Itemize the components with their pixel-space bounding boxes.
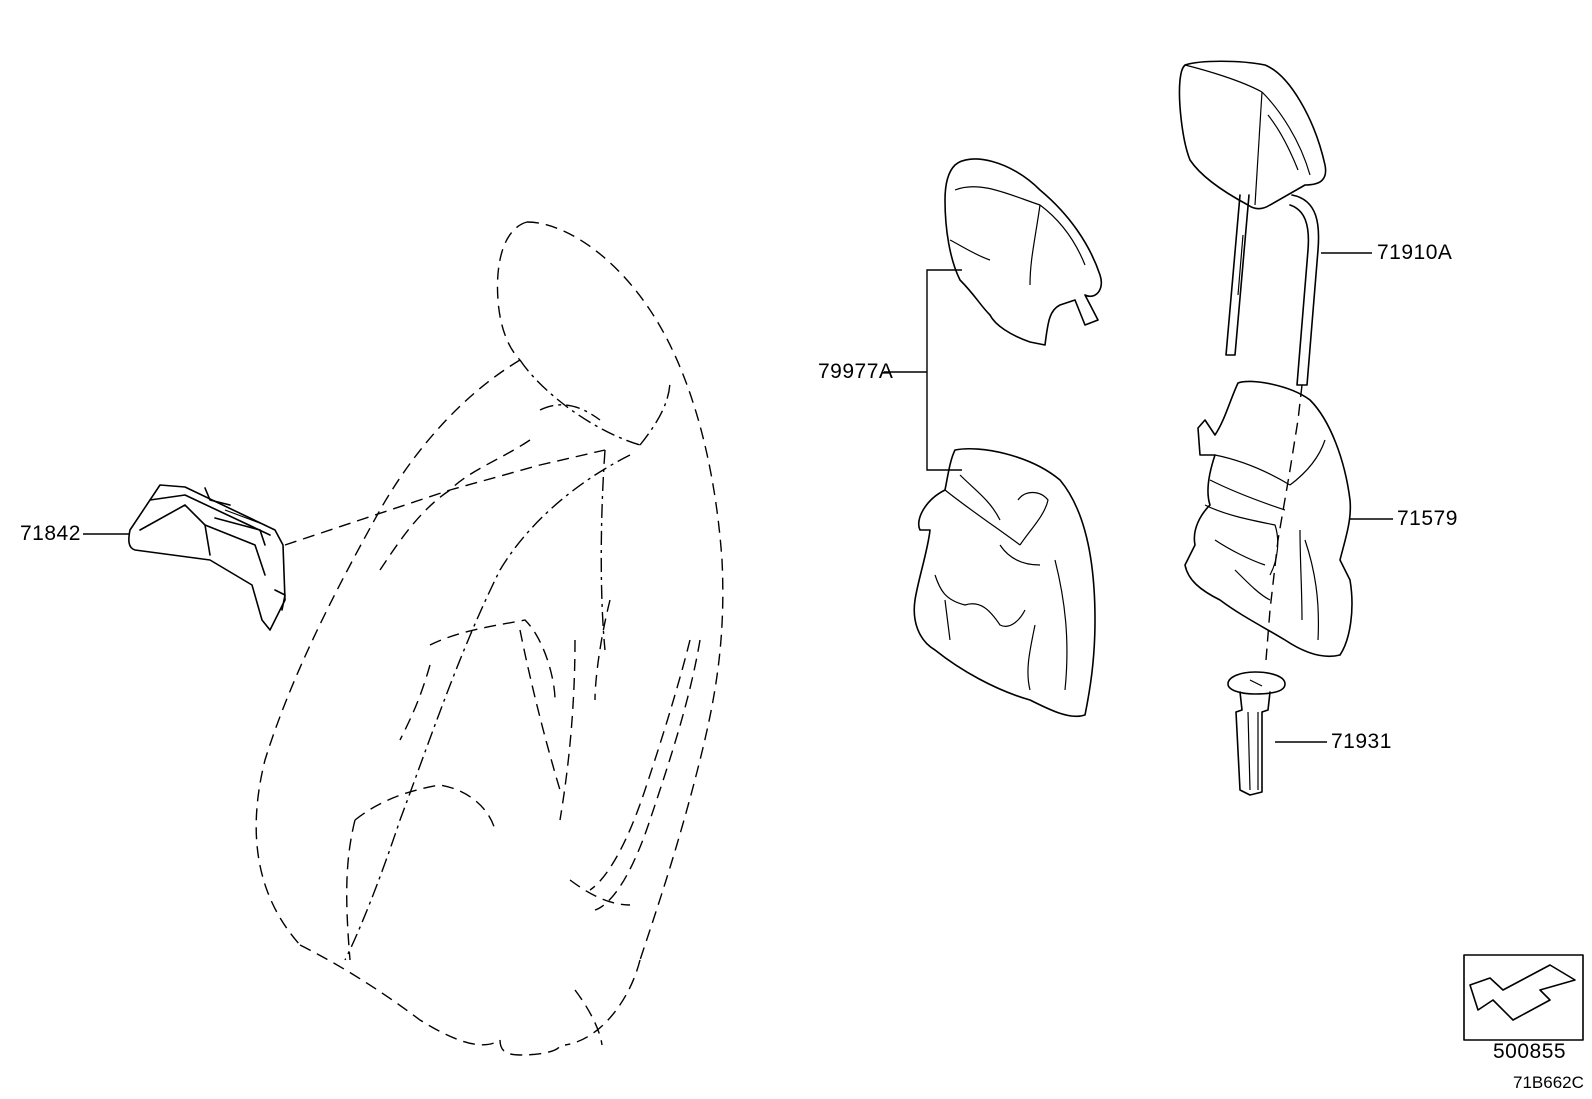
part-label-71910A: 71910A	[1377, 241, 1453, 264]
part-label-71579: 71579	[1397, 507, 1458, 530]
figure-code: 71B662C	[1513, 1073, 1584, 1092]
reference-box-code: 500855	[1493, 1040, 1567, 1063]
headrest-drawing	[1178, 60, 1327, 386]
armrest-knob-drawing	[128, 484, 286, 631]
cover-lower-drawing	[913, 447, 1096, 718]
support-drawing	[1227, 671, 1286, 796]
pad-drawing	[1184, 380, 1353, 658]
part-label-79977A: 79977A	[818, 360, 894, 383]
reference-box	[1463, 954, 1584, 1041]
part-label-71931: 71931	[1331, 730, 1392, 753]
part-label-71842: 71842	[20, 522, 81, 545]
cover-upper-drawing	[944, 158, 1103, 346]
seat-back-frame	[255, 221, 724, 1056]
